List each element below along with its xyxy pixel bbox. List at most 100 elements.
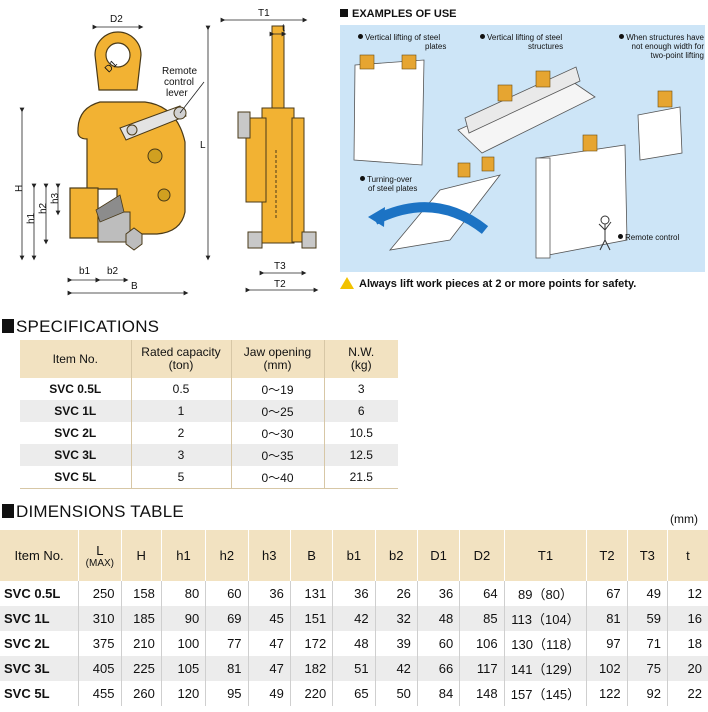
spec-capacity: 2 xyxy=(131,422,232,444)
dim-cell: 48 xyxy=(332,631,376,656)
label-remote-control-lever-2: control xyxy=(164,77,194,88)
label-h1: h1 xyxy=(26,212,37,224)
dim-cell: 122 xyxy=(586,681,628,706)
dimensions-unit: (mm) xyxy=(670,512,698,526)
dim-cell: 105 xyxy=(161,656,207,681)
dim-cell: 16 xyxy=(667,606,708,631)
dim-header-b2: b2 xyxy=(375,530,418,581)
spec-capacity: 1 xyxy=(131,400,232,422)
dim-cell: 71 xyxy=(627,631,668,656)
table-row: SVC 3L 3 0〜35 12.5 xyxy=(20,444,398,466)
dim-cell: 66 xyxy=(417,656,461,681)
dim-cell: 12 xyxy=(687,586,702,601)
dim-cell: 77 xyxy=(205,631,249,656)
dim-header-b1: b1 xyxy=(332,530,376,581)
clamp-dimension-drawing: D2 D1 T1 t Remote control lever L H h1 h… xyxy=(14,8,319,296)
dim-cell: 60 xyxy=(417,631,461,656)
dim-cell: 47 xyxy=(248,656,291,681)
dim-cell: 84 xyxy=(417,681,461,706)
table-row: SVC 2L 2 0〜30 10.5 xyxy=(20,422,398,444)
dim-header-h: H xyxy=(121,530,162,581)
dim-header-h2: h2 xyxy=(205,530,249,581)
dim-cell: 36 xyxy=(248,581,291,606)
label-t: t xyxy=(282,23,285,34)
examples-illustration xyxy=(353,54,683,259)
spec-capacity: 3 xyxy=(131,444,232,466)
dim-header-l: L(MAX) xyxy=(78,530,122,581)
dim-cell: 102 xyxy=(586,656,628,681)
dim-cell: 148 xyxy=(459,681,505,706)
spec-capacity: 0.5 xyxy=(131,378,232,400)
label-l: L xyxy=(200,140,206,151)
spec-nw: 3 xyxy=(357,382,365,396)
safety-note: Always lift work pieces at 2 or more poi… xyxy=(340,277,636,290)
dim-cell: SVC 5L xyxy=(0,681,80,706)
label-h2: h2 xyxy=(38,202,49,214)
spec-item: SVC 5L xyxy=(20,466,132,489)
dim-cell: 67 xyxy=(586,581,628,606)
dim-cell: 130（118） xyxy=(504,631,588,656)
dim-cell: 36 xyxy=(417,581,461,606)
table-row: SVC 5L 455 260 120 95 49 220 65 50 84 14… xyxy=(0,681,708,706)
dim-cell: 65 xyxy=(332,681,376,706)
spec-header-capacity: Rated capacity(ton) xyxy=(131,340,232,378)
table-row: SVC 2L 375 210 100 77 47 172 48 39 60 10… xyxy=(0,631,708,656)
spec-jaw: 0〜30 xyxy=(231,422,325,444)
dim-cell: 310 xyxy=(78,606,122,631)
dim-cell: 92 xyxy=(627,681,668,706)
label-h: H xyxy=(14,185,25,192)
spec-item: SVC 2L xyxy=(20,422,132,444)
dimensions-body: SVC 0.5L 250 158 80 60 36 131 36 26 36 6… xyxy=(0,581,708,706)
label-remote-control-lever-1: Remote xyxy=(162,66,197,77)
spec-nw: 10.5 xyxy=(349,426,373,440)
label-b: B xyxy=(131,281,138,292)
dim-cell: 51 xyxy=(332,656,376,681)
dim-cell: 220 xyxy=(290,681,334,706)
dim-cell: 375 xyxy=(78,631,122,656)
dim-cell: 250 xyxy=(78,581,122,606)
dim-cell: 89（80） xyxy=(504,581,588,606)
dim-cell: 260 xyxy=(121,681,162,706)
warning-icon xyxy=(340,277,354,289)
table-row: SVC 1L 310 185 90 69 45 151 42 32 48 85 … xyxy=(0,606,708,631)
dim-header-item: Item No. xyxy=(0,530,80,581)
dim-cell: 106 xyxy=(459,631,505,656)
label-h3: h3 xyxy=(50,192,61,204)
dim-header-h3: h3 xyxy=(248,530,291,581)
dim-cell: 22 xyxy=(687,686,702,701)
label-remote-control-lever-3: lever xyxy=(166,88,188,99)
spec-header-item: Item No. xyxy=(20,340,132,378)
dim-cell: 69 xyxy=(205,606,249,631)
spec-header-nw: N.W.(kg) xyxy=(324,340,398,378)
dim-cell: 42 xyxy=(332,606,376,631)
dim-cell: 81 xyxy=(586,606,628,631)
dim-cell: 32 xyxy=(375,606,418,631)
dim-cell: 64 xyxy=(459,581,505,606)
dim-cell: 158 xyxy=(121,581,162,606)
dim-cell: 85 xyxy=(459,606,505,631)
dim-cell: 151 xyxy=(290,606,334,631)
table-row: SVC 3L 405 225 105 81 47 182 51 42 66 11… xyxy=(0,656,708,681)
dim-cell: 26 xyxy=(375,581,418,606)
dim-cell: 157（145） xyxy=(504,681,588,706)
dim-header-t2: T2 xyxy=(586,530,628,581)
dim-cell: SVC 1L xyxy=(0,606,80,631)
label-t2: T2 xyxy=(274,279,286,290)
dim-cell: 100 xyxy=(161,631,207,656)
dim-header-d1: D1 xyxy=(417,530,461,581)
front-view xyxy=(69,31,205,251)
label-t3: T3 xyxy=(274,261,286,272)
spec-nw: 6 xyxy=(324,400,398,422)
dim-cell: 48 xyxy=(417,606,461,631)
dim-cell: 90 xyxy=(161,606,207,631)
dim-cell: SVC 3L xyxy=(0,656,80,681)
spec-header-jaw: Jaw opening(mm) xyxy=(231,340,325,378)
dim-cell: 185 xyxy=(121,606,162,631)
dim-cell: 141（129） xyxy=(504,656,588,681)
dim-header-t3: T3 xyxy=(627,530,668,581)
spec-jaw: 0〜40 xyxy=(231,466,325,489)
table-row: SVC 0.5L 0.5 0〜19 3 xyxy=(20,378,398,400)
